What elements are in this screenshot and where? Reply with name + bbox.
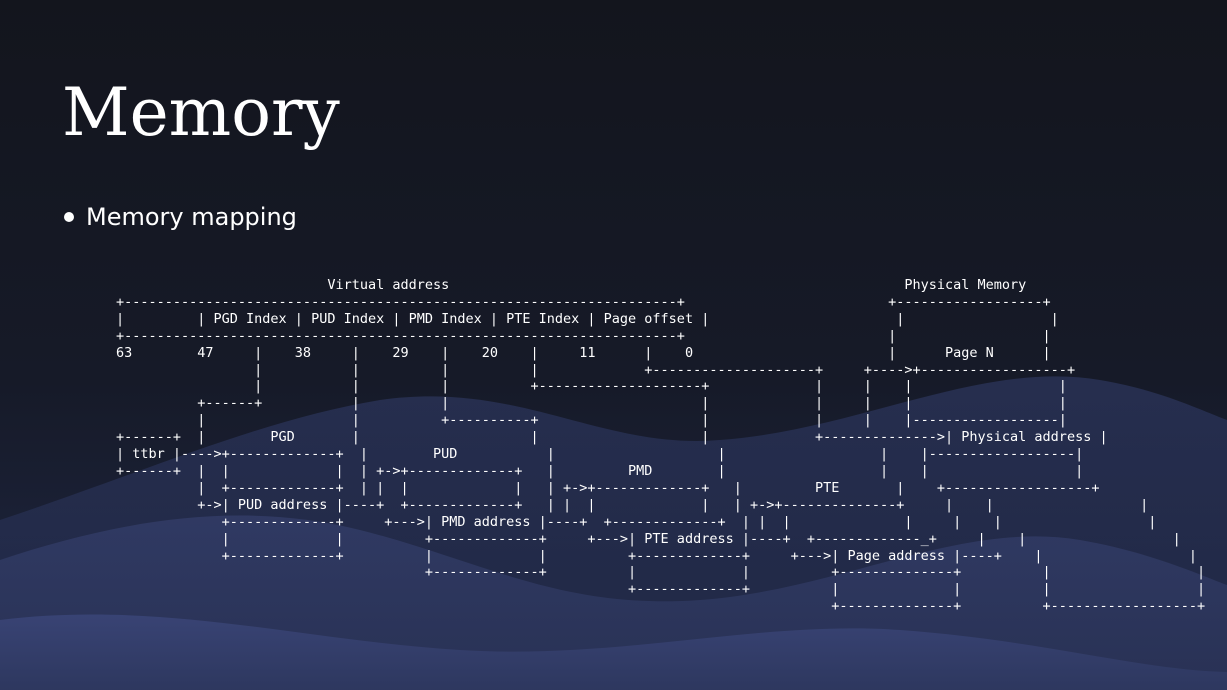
slide-title: Memory <box>62 74 340 151</box>
bullet-dot-icon <box>64 212 74 222</box>
diagram-line: | | | | +--------------------+ +---->+--… <box>116 361 1076 378</box>
diagram-line: | | | +--------------------+ | | | | <box>116 378 1067 395</box>
diagram-line: +------+ | | | | | | | <box>116 395 1067 412</box>
diagram-line: | | +-------------+ +--->| PTE address |… <box>116 530 1181 547</box>
bullet-text: Memory mapping <box>86 203 297 231</box>
diagram-line: +-------------+ | | | | <box>116 581 1206 598</box>
bullet-item: Memory mapping <box>64 200 297 234</box>
diagram-line: 63 47 | 38 | 29 | 20 | 11 | 0 | Page N | <box>116 344 1051 361</box>
diagram-line: +->| PUD address |----+ +-------------+ … <box>116 496 1149 513</box>
diagram-line: | | +----------+ | | | |----------------… <box>116 412 1067 429</box>
diagram-line: | ttbr |---->+-------------+ | PUD | | |… <box>116 446 1084 463</box>
diagram-line: +---------------------------------------… <box>116 293 1051 310</box>
memory-mapping-ascii-diagram: Virtual address Physical Memory +-------… <box>116 277 1205 615</box>
diagram-line: +------+ | PGD | | | +-------------->| P… <box>116 429 1108 446</box>
diagram-line: Virtual address Physical Memory <box>116 277 1027 293</box>
diagram-line: | | PGD Index | PUD Index | PMD Index | … <box>116 310 1059 327</box>
diagram-line: | +-------------+ | | | | | +->+--------… <box>116 479 1100 496</box>
diagram-line: +-------------+ +--->| PMD address |----… <box>116 513 1157 530</box>
diagram-line: +-------------+ | | +--------------+ | | <box>116 564 1206 581</box>
diagram-line: +-------------+ | | +-------------+ +---… <box>116 547 1197 564</box>
diagram-line: +---------------------------------------… <box>116 327 1051 344</box>
diagram-line: +--------------+ +------------------+ <box>116 598 1206 615</box>
diagram-line: +------+ | | | | +->+-------------+ | PM… <box>116 462 1084 479</box>
